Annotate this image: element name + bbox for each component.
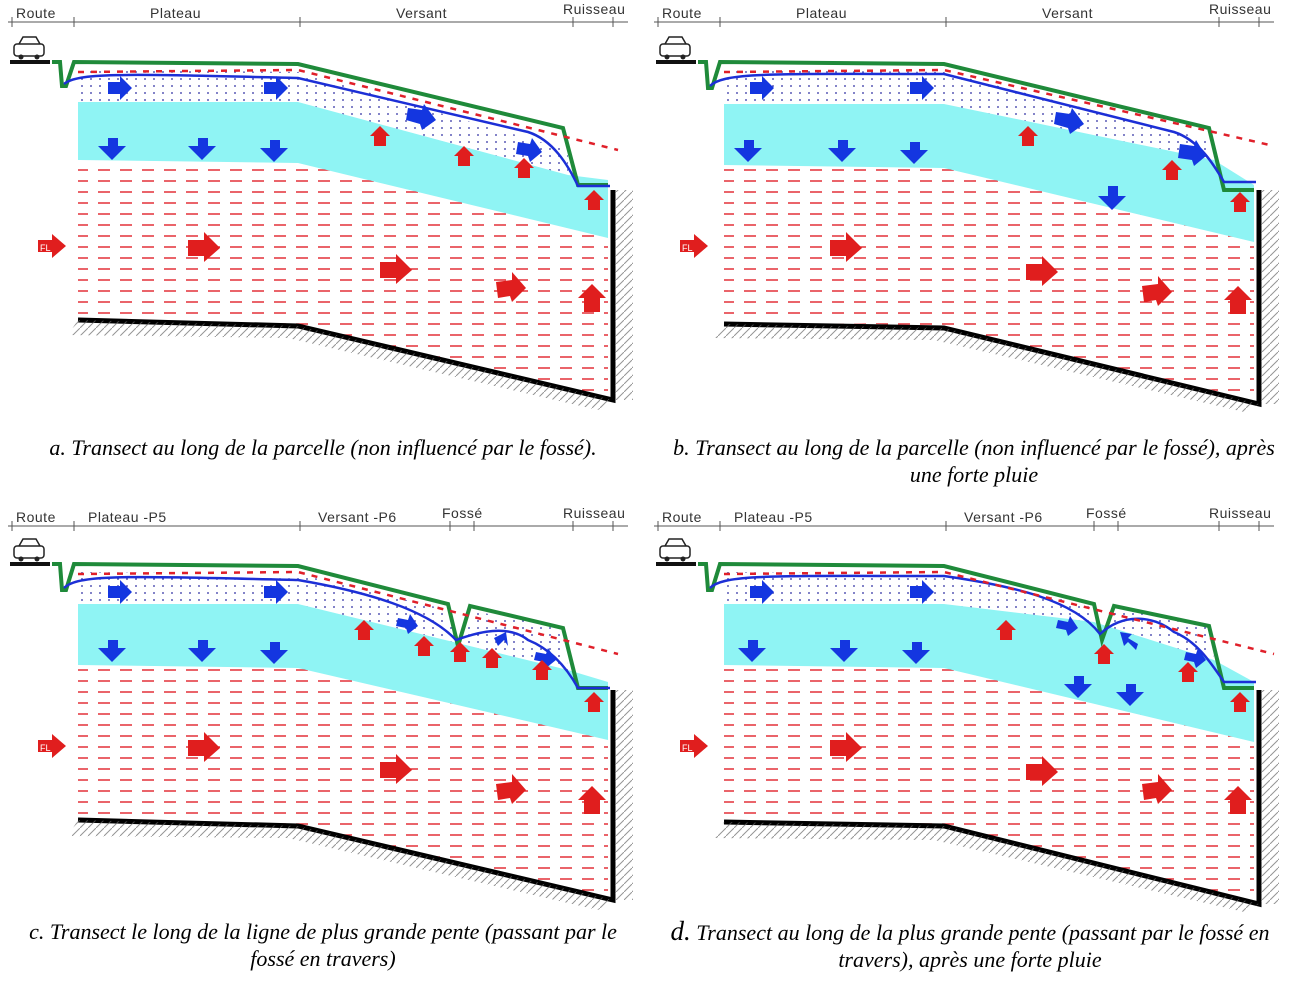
unsaturated-zone xyxy=(78,70,568,175)
car-icon xyxy=(659,538,691,562)
water-table-line xyxy=(709,72,1256,184)
up-arrows xyxy=(996,620,1252,814)
transect-diagram-c: Route Plateau -P5 Versant -P6 Fossé Ruis… xyxy=(8,505,633,910)
reference-line xyxy=(723,68,1275,148)
aquifer-layer xyxy=(724,604,1254,742)
groundwater-flow-arrows xyxy=(680,232,1172,306)
header-ruisseau: Ruisseau xyxy=(1209,1,1271,17)
flow-marker-label: FL xyxy=(682,243,693,253)
lateral-arrows xyxy=(108,76,542,162)
up-arrows xyxy=(370,126,606,312)
car-icon xyxy=(13,538,45,562)
substrate-layer xyxy=(78,160,608,400)
water-table-line xyxy=(63,73,610,188)
unsaturated-zone xyxy=(78,572,568,670)
down-arrows xyxy=(98,640,288,664)
header-route: Route xyxy=(662,509,702,525)
substrate-layer xyxy=(724,165,1254,400)
flow-marker-label: FL xyxy=(40,243,51,253)
down-arrows xyxy=(734,140,1126,210)
caption-b: b. Transect au long de la parcelle (non … xyxy=(673,435,1275,487)
panel-b: Route Plateau Versant Ruisseau xyxy=(654,0,1294,487)
aquifer-layer xyxy=(78,604,608,740)
lateral-arrows xyxy=(750,76,1206,166)
header-ruisseau: Ruisseau xyxy=(563,1,625,17)
panel-c: Route Plateau -P5 Versant -P6 Fossé Ruis… xyxy=(8,500,648,971)
header-fosse: Fossé xyxy=(1086,505,1127,521)
header-route: Route xyxy=(662,5,702,21)
header-plateau: Plateau -P5 xyxy=(734,509,813,525)
header-versant: Versant -P6 xyxy=(318,509,397,525)
header-versant: Versant xyxy=(1042,5,1093,21)
transect-diagram-d: Route Plateau -P5 Versant -P6 Fossé Ruis… xyxy=(654,505,1279,912)
groundwater-flow-arrows xyxy=(38,232,526,302)
panel-a: Route Plateau Versant Ruisseau xyxy=(8,0,648,460)
aquifer-layer xyxy=(78,102,608,238)
water-table-line xyxy=(63,575,610,690)
header-versant: Versant -P6 xyxy=(964,509,1043,525)
substrate-layer xyxy=(78,665,608,900)
caption-d-text: Transect au long de la plus grande pente… xyxy=(696,920,1270,972)
down-arrows xyxy=(738,640,1144,706)
caption-d-letter: d. xyxy=(670,916,691,946)
ground-surface xyxy=(52,561,608,690)
unsaturated-zone xyxy=(724,70,1214,160)
lateral-arrows xyxy=(750,580,1206,668)
header-plateau: Plateau xyxy=(150,5,201,21)
header-fosse: Fossé xyxy=(442,505,483,521)
ground-surface xyxy=(52,59,608,187)
transect-diagram-b: Route Plateau Versant Ruisseau xyxy=(654,1,1279,412)
reference-line xyxy=(723,570,1275,656)
lateral-arrows xyxy=(108,580,556,668)
flow-marker-label: FL xyxy=(682,743,693,753)
ground-surface xyxy=(698,59,1254,192)
ground-surface xyxy=(698,561,1254,690)
transect-diagram-a: Route Plateau Versant Ruisseau xyxy=(8,1,633,410)
car-icon xyxy=(659,36,691,60)
header-route: Route xyxy=(16,509,56,525)
groundwater-flow-arrows xyxy=(38,732,526,804)
aquifer-layer xyxy=(724,104,1254,242)
substrate-layer xyxy=(724,665,1254,900)
groundwater-flow-arrows xyxy=(680,732,1172,804)
header-plateau: Plateau -P5 xyxy=(88,509,167,525)
header-ruisseau: Ruisseau xyxy=(563,505,625,521)
water-table-line xyxy=(709,574,1256,684)
up-arrows xyxy=(354,620,606,814)
caption-a: a. Transect au long de la parcelle (non … xyxy=(49,435,597,460)
header-ruisseau: Ruisseau xyxy=(1209,505,1271,521)
down-arrows xyxy=(98,138,288,162)
panel-d: Route Plateau -P5 Versant -P6 Fossé Ruis… xyxy=(654,500,1294,972)
up-arrows xyxy=(1018,126,1252,314)
header-plateau: Plateau xyxy=(796,5,847,21)
caption-d: d. Transect au long de la plus grande pe… xyxy=(650,918,1290,973)
unsaturated-zone xyxy=(724,572,1214,660)
flow-marker-label: FL xyxy=(40,743,51,753)
caption-c: c. Transect le long de la ligne de plus … xyxy=(29,919,617,971)
car-icon xyxy=(13,36,45,60)
header-versant: Versant xyxy=(396,5,447,21)
header-route: Route xyxy=(16,5,56,21)
